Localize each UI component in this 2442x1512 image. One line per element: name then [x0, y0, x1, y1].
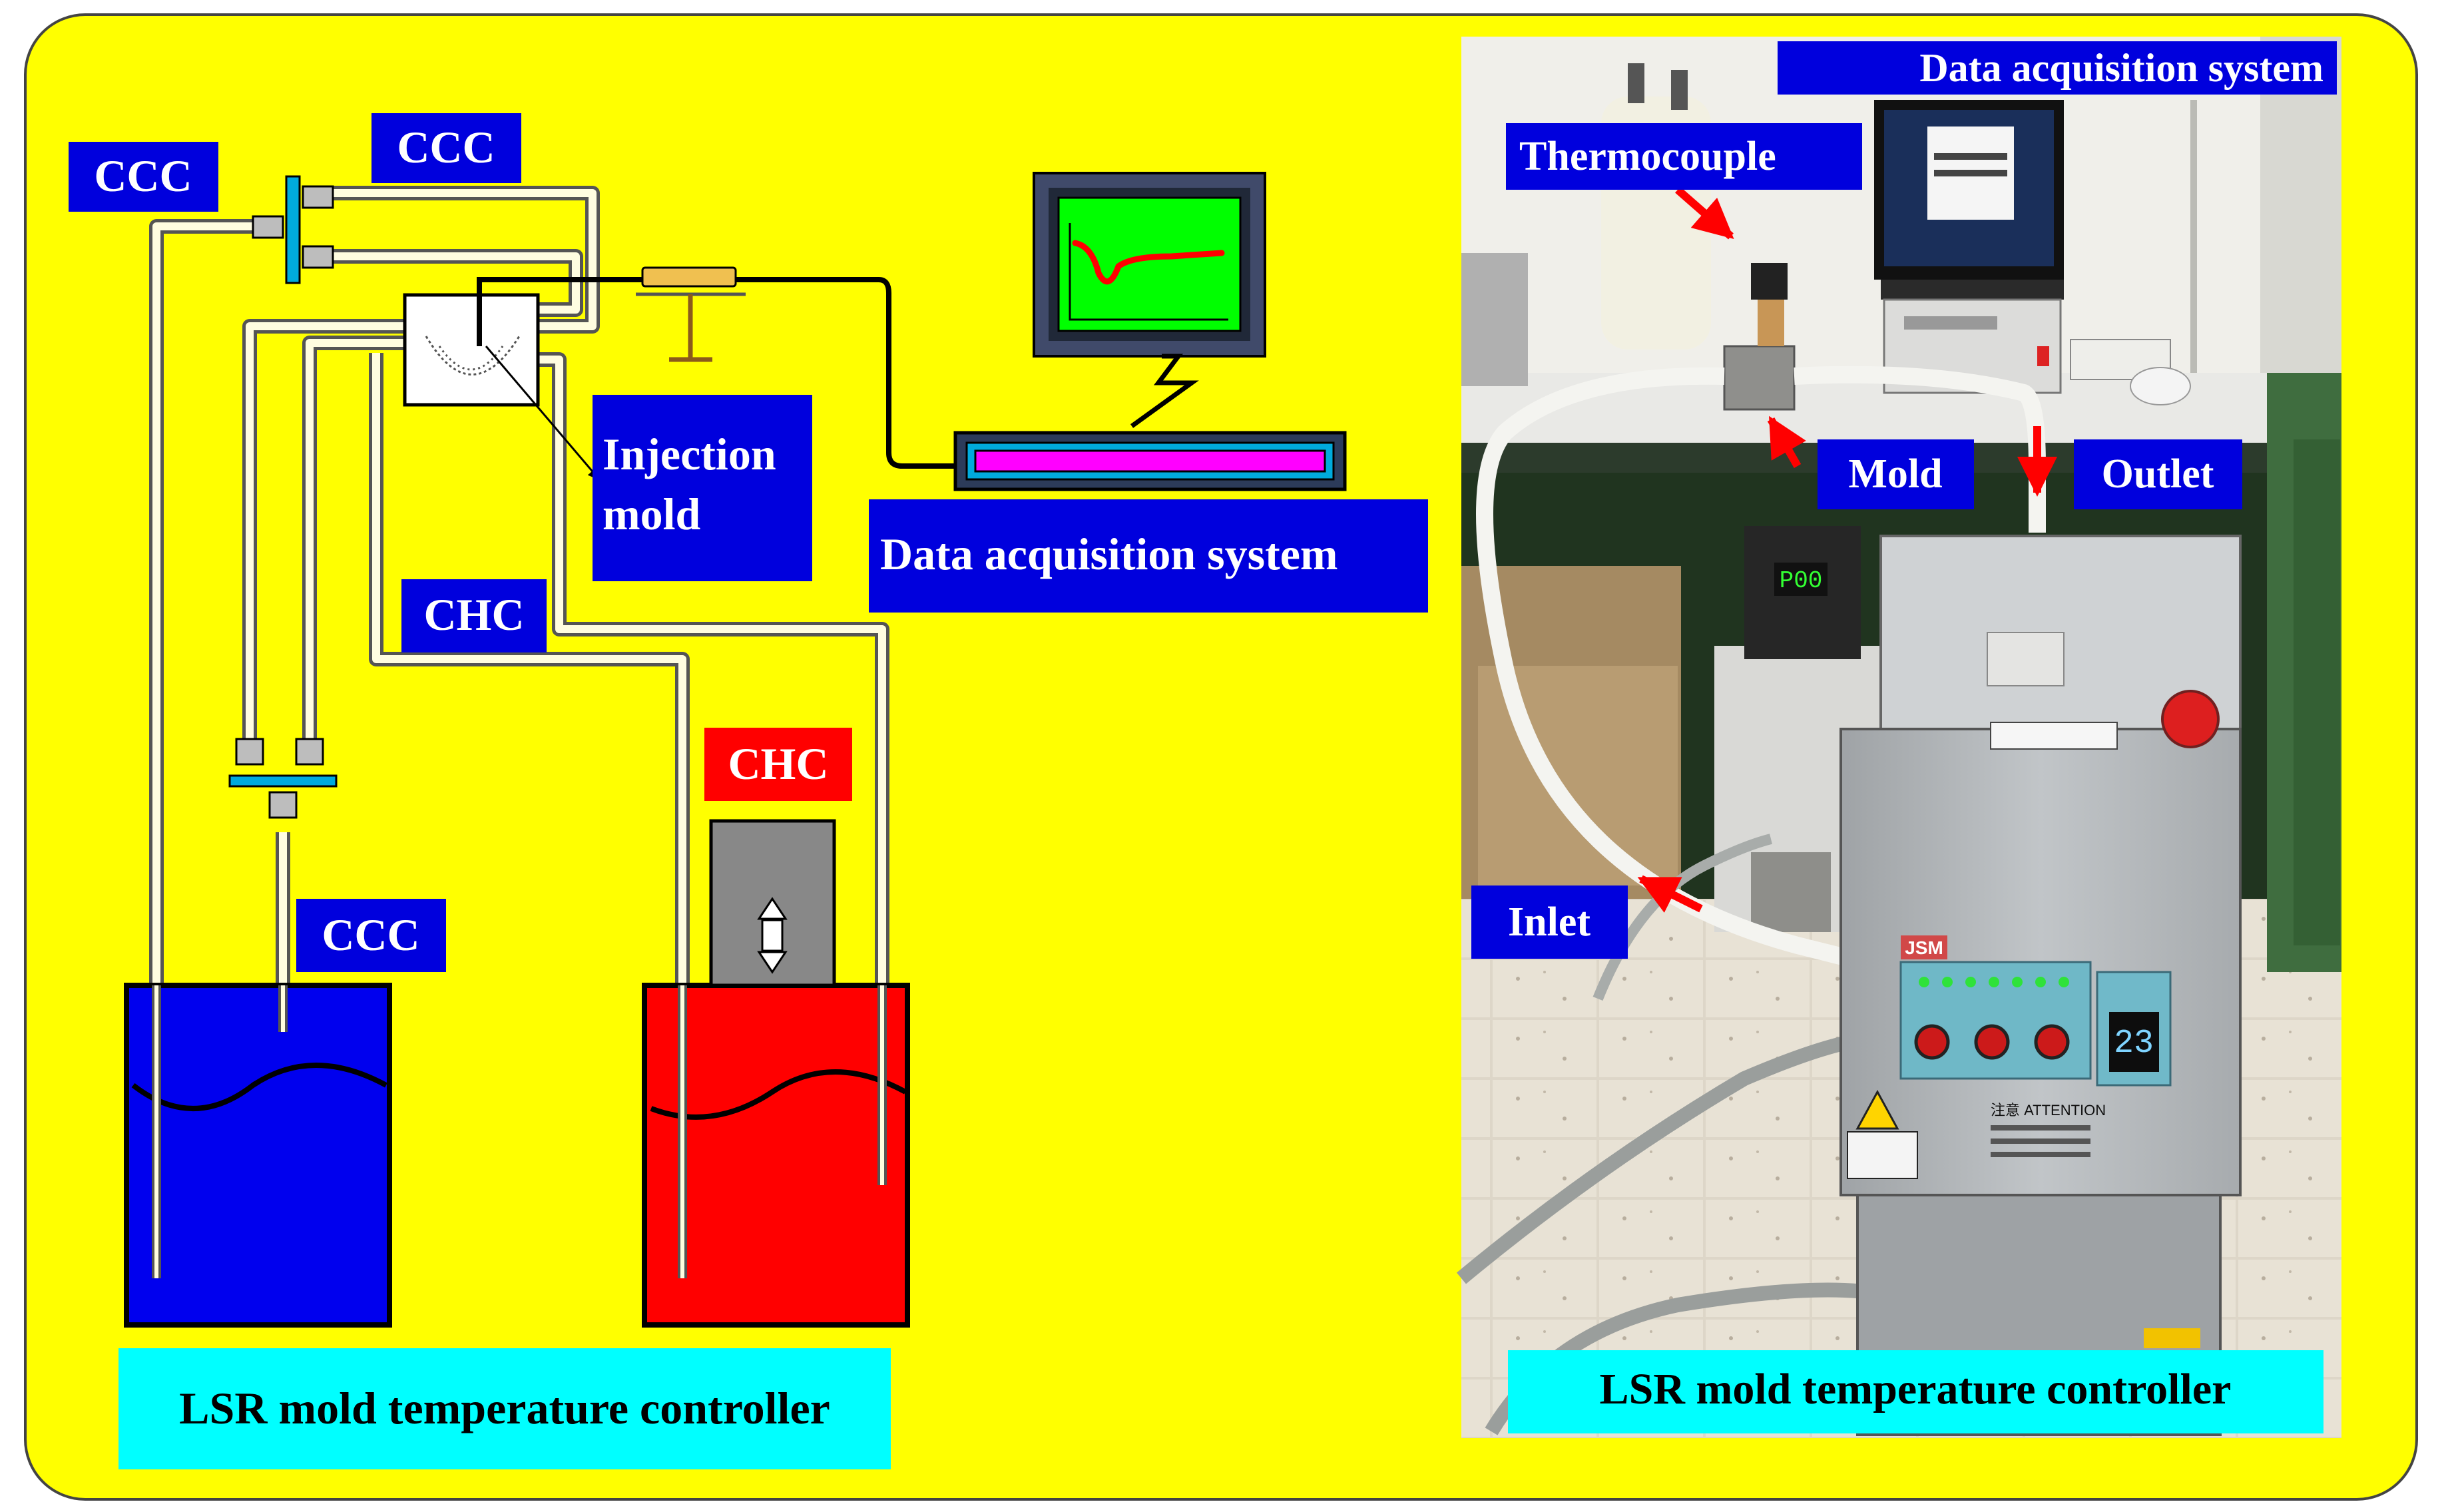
svg-text:Data acquisition system: Data acquisition system	[1919, 46, 2323, 90]
up-down-arrow-icon	[709, 819, 836, 987]
cold-tank-icon	[124, 983, 392, 1328]
label-ccc-bottom: CCC	[296, 899, 446, 972]
photo-label-inlet: Inlet	[1471, 885, 1628, 959]
data-acquisition-unit-icon	[953, 431, 1347, 491]
label-ccc-top: CCC	[371, 113, 521, 183]
svg-text:CCC: CCC	[322, 909, 419, 960]
photo-hose-inlet	[1476, 367, 1853, 967]
svg-text:Thermocouple: Thermocouple	[1519, 134, 1776, 179]
svg-text:CCC: CCC	[94, 150, 192, 201]
controller-display: 23	[2114, 1025, 2154, 1063]
svg-text:mold: mold	[603, 489, 701, 539]
svg-text:Injection: Injection	[603, 429, 776, 479]
svg-text:Data acquisition system: Data acquisition system	[880, 529, 1338, 579]
svg-text:Mold: Mold	[1848, 451, 1942, 497]
injection-mold-icon	[403, 293, 601, 481]
photo-label-thermocouple: Thermocouple	[1506, 123, 1862, 190]
label-controller-left: LSR mold temperature controller	[119, 1348, 891, 1469]
label-data-acquisition: Data acquisition system	[869, 499, 1428, 613]
photo-temperature-controller: 23 JSM 注意 ATTENTION	[1839, 535, 2242, 1436]
svg-text:CHC: CHC	[728, 738, 828, 789]
lab-photo: P00	[1456, 37, 2341, 1438]
photo-label-mold: Mold	[1818, 439, 1974, 509]
svg-text:CCC: CCC	[397, 122, 495, 172]
photo-label-data-acquisition: Data acquisition system	[1778, 41, 2337, 95]
hot-tank-icon	[642, 983, 910, 1328]
label-ccc-top-left: CCC	[69, 142, 218, 212]
label-chc-red: CHC	[704, 728, 852, 801]
svg-text:Outlet: Outlet	[2102, 451, 2214, 497]
label-injection-mold: Injection mold	[593, 395, 812, 581]
svg-text:LSR mold temperature controlle: LSR mold temperature controller	[179, 1383, 830, 1433]
brand-logo: JSM	[1905, 937, 1943, 958]
svg-text:LSR mold temperature controlle: LSR mold temperature controller	[1600, 1365, 2232, 1413]
monitor-icon	[1033, 172, 1266, 428]
label-chc-middle: CHC	[401, 579, 547, 652]
bottom-manifold-icon	[228, 738, 338, 819]
photo-arrows	[1637, 186, 2057, 913]
thermocouple-sensor-icon	[477, 266, 959, 469]
top-manifold-icon	[252, 175, 334, 284]
attention-label: 注意 ATTENTION	[1991, 1102, 2106, 1119]
chiller-display: P00	[1780, 567, 1823, 595]
svg-text:Inlet: Inlet	[1508, 899, 1590, 945]
photo-mold	[1723, 345, 1796, 411]
schematic-diagram: CCC CCC Injection mold Data acquisition …	[69, 113, 1428, 1469]
photo-label-outlet: Outlet	[2074, 439, 2242, 509]
pipe-network	[149, 186, 889, 1032]
photo-label-controller: LSR mold temperature controller	[1508, 1350, 2323, 1433]
svg-text:CHC: CHC	[423, 589, 524, 640]
